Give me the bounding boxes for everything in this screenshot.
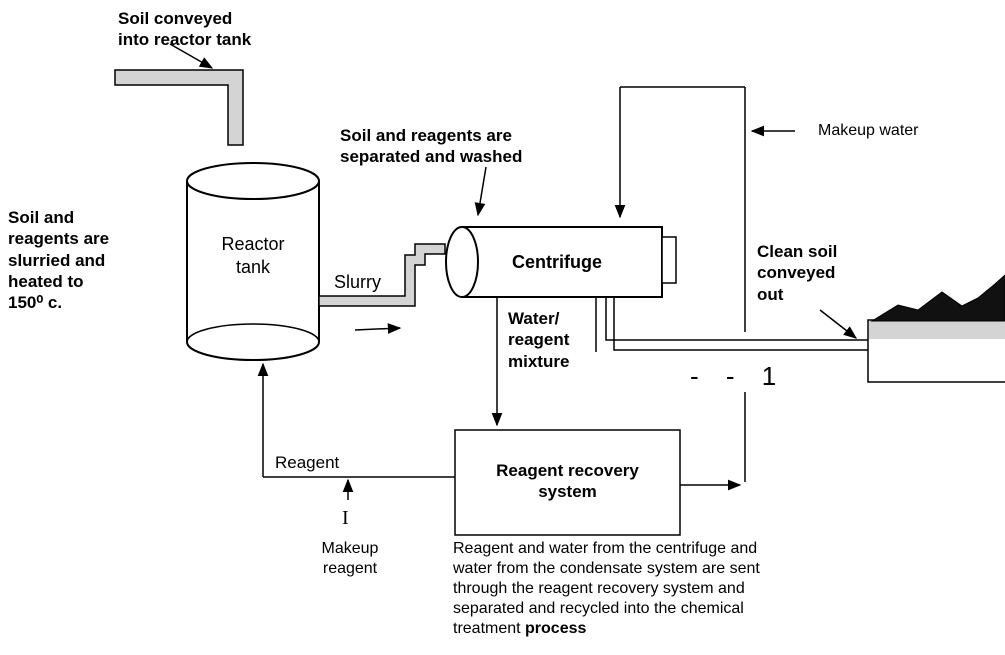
- reactor-tank: [186, 181, 320, 361]
- label-reagent: Reagent: [275, 453, 340, 472]
- label-reactor-tank: Reactor tank: [221, 234, 285, 277]
- label-slurry: Slurry: [334, 272, 382, 292]
- label-clean-soil: Clean soil conveyed out: [757, 242, 838, 304]
- clean-soil-arrow: [819, 309, 858, 339]
- label-soil-conveyed-in: Soil conveyed into reactor tank: [118, 9, 252, 50]
- caption-bold: process: [525, 620, 587, 637]
- soil-in-arrow: [169, 43, 214, 69]
- slurry-pipe: [318, 243, 446, 307]
- soil-pile: [870, 274, 1005, 322]
- clean-soil-conveyor: [605, 298, 868, 351]
- centrifuge-end: [445, 226, 479, 298]
- separation-arrow: [474, 166, 487, 217]
- label-recovery-system: Reagent recovery system: [496, 461, 639, 502]
- caption: Reagent and water from the centrifuge an…: [453, 539, 833, 639]
- label-makeup-water: Makeup water: [818, 122, 919, 139]
- label-water-reagent: Water/ reagent mixture: [508, 309, 570, 371]
- label-makeup-reagent: Makeup reagent: [321, 540, 379, 577]
- centrifuge-outlet: [661, 236, 677, 284]
- reagent-recovery-box: [454, 429, 681, 536]
- label-stray-i: I: [342, 507, 349, 529]
- input-conveyor-pipe: [114, 69, 244, 146]
- caption-main: Reagent and water from the centrifuge an…: [453, 540, 760, 637]
- label-slurry-heat: Soil and reagents are slurried and heate…: [8, 208, 110, 312]
- label-centrifuge: Centrifuge: [512, 252, 602, 272]
- label-separated-washed: Soil and reagents are separated and wash…: [340, 126, 523, 167]
- reactor-tank-top: [186, 162, 320, 200]
- slurry-arrow: [354, 323, 402, 334]
- label-stray-mark: - - 1: [690, 361, 787, 391]
